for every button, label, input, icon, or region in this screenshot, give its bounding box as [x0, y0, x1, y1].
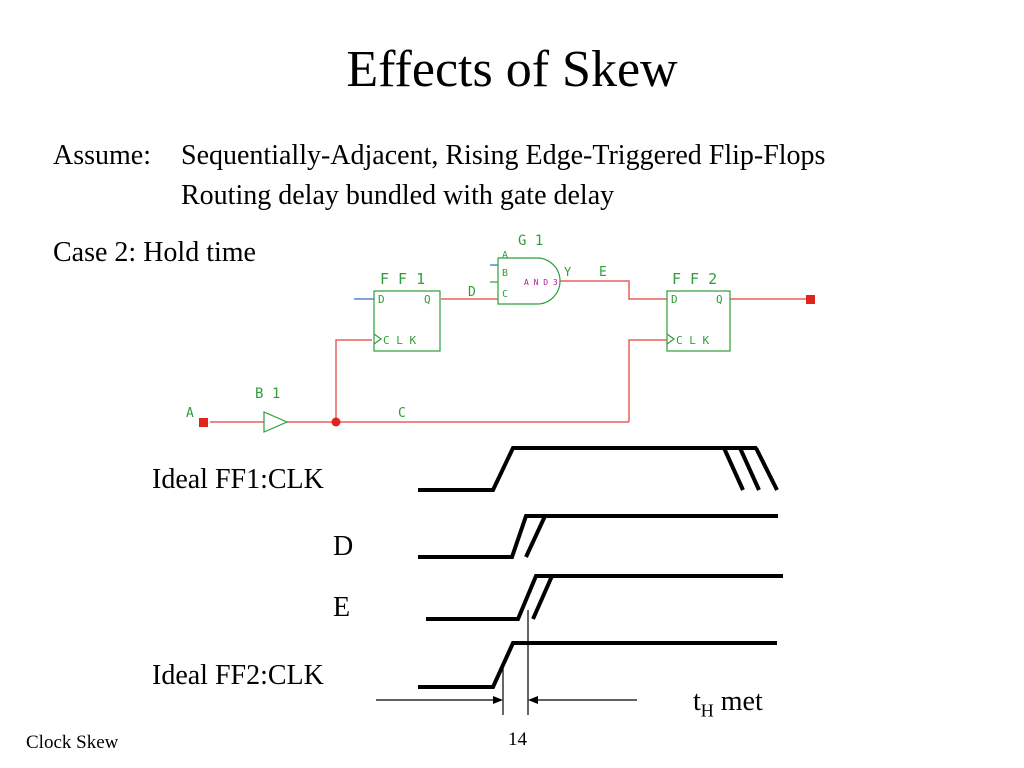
output-port-icon [806, 295, 815, 304]
g1-in-c-label: C [502, 289, 508, 300]
net-label-e: E [599, 265, 607, 280]
wire-e-net [560, 280, 667, 300]
waveform-e [426, 574, 783, 621]
ff2-block: F F 2 D Q C L K [666, 270, 731, 352]
net-label-a: A [186, 406, 194, 421]
wire-ff2-clk [628, 339, 667, 422]
case-label: Case 2: Hold time [53, 237, 256, 268]
waveform-label-ff1-clk: Ideal FF1:CLK [152, 464, 324, 495]
net-label-c: C [398, 406, 406, 421]
g1-type-label: A N D 3 [524, 278, 558, 287]
ff2-clock-triangle-icon [666, 333, 676, 345]
ff1-clk-pin: C L K [383, 334, 416, 347]
slide-title: Effects of Skew [346, 41, 678, 98]
ff1-name: F F 1 [380, 270, 425, 288]
hold-time-label: tH met [693, 686, 763, 721]
pin-stubs [354, 264, 498, 300]
ff1-d-pin: D [378, 293, 385, 306]
arrow-left-head-icon [528, 696, 538, 704]
assume-line-1: Sequentially-Adjacent, Rising Edge-Trigg… [181, 140, 826, 171]
footer-title: Clock Skew [26, 732, 119, 753]
b1-name: B 1 [255, 386, 280, 402]
ff2-d-pin: D [671, 293, 678, 306]
b1-buffer: B 1 [255, 386, 289, 433]
ff1-box [373, 290, 441, 352]
assume-line-2: Routing delay bundled with gate delay [181, 180, 615, 211]
ff2-name: F F 2 [672, 270, 717, 288]
page-number: 14 [508, 729, 527, 750]
buffer-triangle-icon [263, 411, 289, 433]
ff1-clock-triangle-icon [373, 333, 383, 345]
waveform-label-d: D [333, 531, 354, 562]
ff1-q-pin: Q [424, 293, 431, 306]
wires [210, 280, 806, 423]
clock-junction-dot [331, 417, 341, 427]
ff2-box [666, 290, 731, 352]
hold-time-annotation [376, 610, 637, 715]
assume-prefix: Assume: [53, 140, 151, 171]
and-gate-icon [497, 257, 561, 305]
waveform-ff1-clk [418, 446, 757, 492]
waveform-label-e: E [333, 592, 351, 623]
g1-in-b-label: B [502, 268, 508, 279]
ff1-block: F F 1 D Q C L K [373, 270, 441, 352]
g1-in-a-label: A [502, 250, 508, 261]
ff2-q-pin: Q [716, 293, 723, 306]
input-port-a-icon [199, 418, 208, 427]
waveform-d [418, 514, 778, 559]
waveform-ff2-clk [418, 641, 777, 689]
arrow-right-head-icon [493, 696, 503, 704]
wire-ff1-clk [335, 339, 372, 422]
g1-name: G 1 [518, 233, 543, 249]
waveform-label-ff2-clk: Ideal FF2:CLK [152, 660, 324, 691]
net-label-d: D [468, 285, 476, 300]
schematic: F F 1 D Q C L K F F 2 D Q C L K G 1 A B … [186, 233, 815, 433]
g1-out-label: Y [564, 265, 572, 279]
timing-waveforms [418, 446, 783, 689]
ff2-clk-pin: C L K [676, 334, 709, 347]
g1-and-gate: G 1 A B C A N D 3 Y [490, 233, 572, 305]
